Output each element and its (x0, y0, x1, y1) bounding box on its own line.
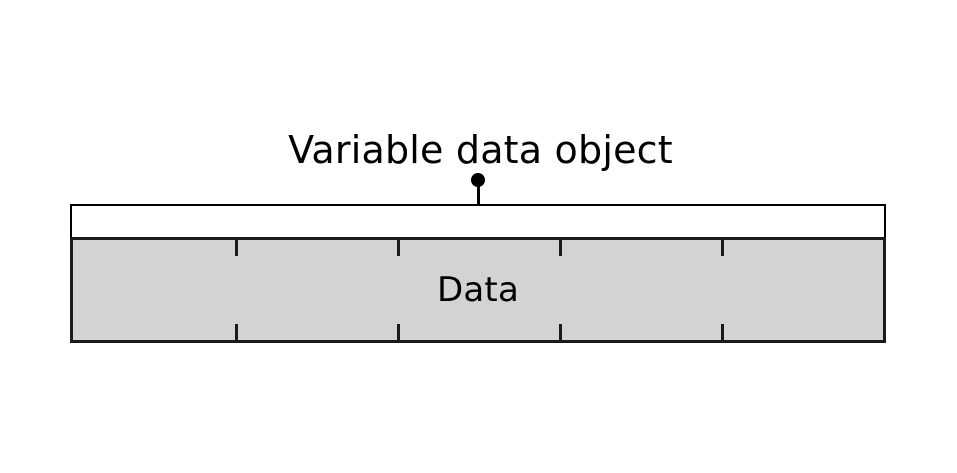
segment-tick-top-3 (559, 240, 562, 256)
segment-tick-bottom-1 (235, 324, 238, 340)
data-box: Data (70, 237, 886, 343)
data-box-label: Data (437, 270, 519, 310)
segment-tick-top-1 (235, 240, 238, 256)
segment-tick-top-4 (721, 240, 724, 256)
segment-tick-bottom-3 (559, 324, 562, 340)
object-header-box (70, 204, 886, 239)
callout-leader-line (477, 180, 480, 206)
segment-tick-bottom-2 (397, 324, 400, 340)
segment-tick-top-2 (397, 240, 400, 256)
callout-label-text: Variable data object (288, 128, 673, 172)
segment-tick-bottom-4 (721, 324, 724, 340)
callout-dot-marker (471, 173, 485, 187)
callout-label: Variable data object (0, 128, 957, 172)
